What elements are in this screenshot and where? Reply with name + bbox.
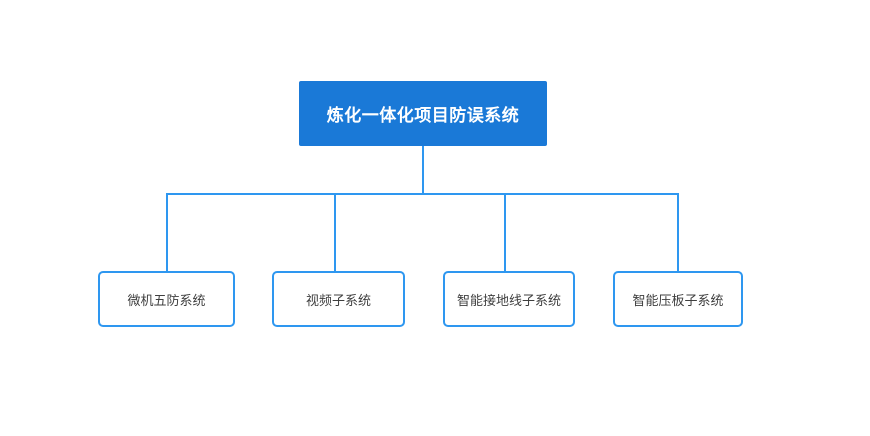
- child-node-pressplate[interactable]: 智能压板子系统: [613, 271, 743, 327]
- child-node-wujifang[interactable]: 微机五防系统: [98, 271, 235, 327]
- child-node-label: 微机五防系统: [127, 292, 206, 308]
- child-node-label: 智能接地线子系统: [456, 292, 561, 308]
- child-node-label: 智能压板子系统: [632, 292, 724, 308]
- root-node[interactable]: 炼化一体化项目防误系统: [299, 81, 547, 146]
- child-node-grounding[interactable]: 智能接地线子系统: [443, 271, 575, 327]
- child-node-video[interactable]: 视频子系统: [272, 271, 405, 327]
- child-node-label: 视频子系统: [305, 292, 371, 308]
- root-node-label: 炼化一体化项目防误系统: [326, 106, 520, 125]
